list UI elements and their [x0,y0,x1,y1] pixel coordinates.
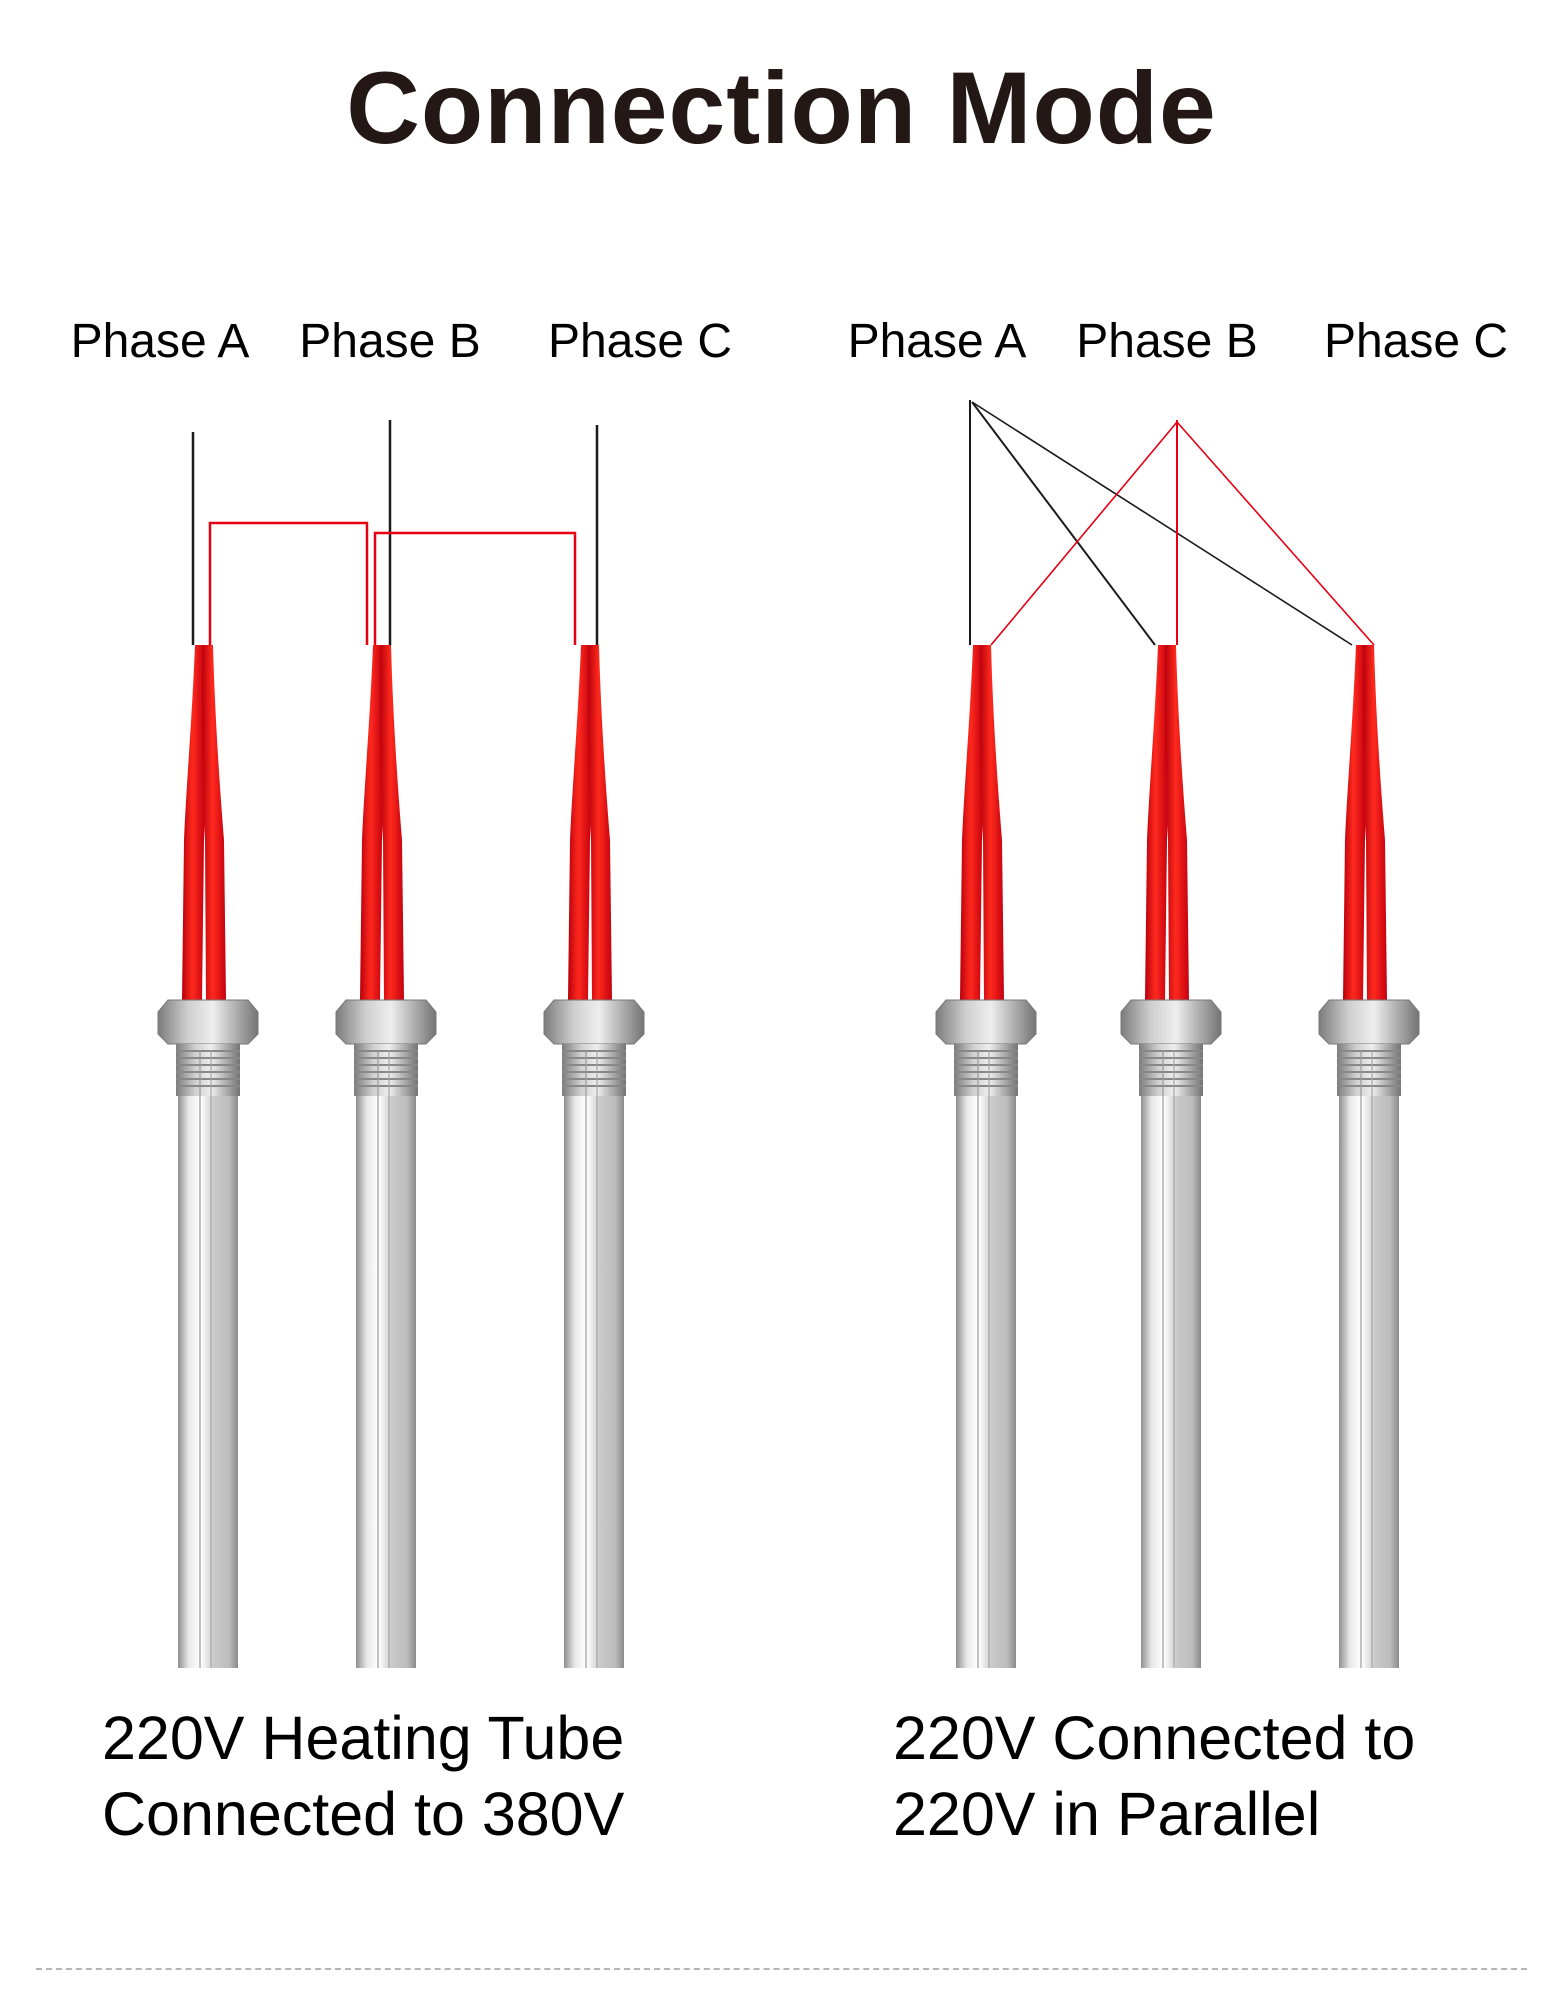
right-heating-tube-c [1318,644,1420,1669]
bottom-divider [36,1968,1527,1970]
right-phase-c-label: Phase C [1323,315,1509,368]
left-wiring [191,420,599,645]
left-heating-tube-c [543,644,645,1669]
right-wiring [969,400,1375,646]
left-caption-line1: 220V Heating Tube [102,1704,625,1772]
right-caption: 220V Connected to 220V in Parallel [893,1700,1415,1852]
left-phase-a-label: Phase A [70,315,250,368]
right-caption-line2: 220V in Parallel [893,1780,1321,1848]
left-caption: 220V Heating Tube Connected to 380V [102,1700,624,1852]
right-heating-tube-b [1120,644,1222,1669]
right-heating-tube-a [935,644,1037,1669]
left-heating-tube-b [335,644,437,1669]
page-title: Connection Mode [346,51,1217,165]
left-caption-line2: Connected to 380V [102,1780,625,1848]
left-heating-tube-a [157,644,259,1669]
right-phase-a-label: Phase A [847,315,1027,368]
right-caption-line1: 220V Connected to [893,1704,1416,1772]
left-phase-b-label: Phase B [299,315,481,368]
right-phase-b-label: Phase B [1076,315,1258,368]
left-phase-c-label: Phase C [547,315,733,368]
